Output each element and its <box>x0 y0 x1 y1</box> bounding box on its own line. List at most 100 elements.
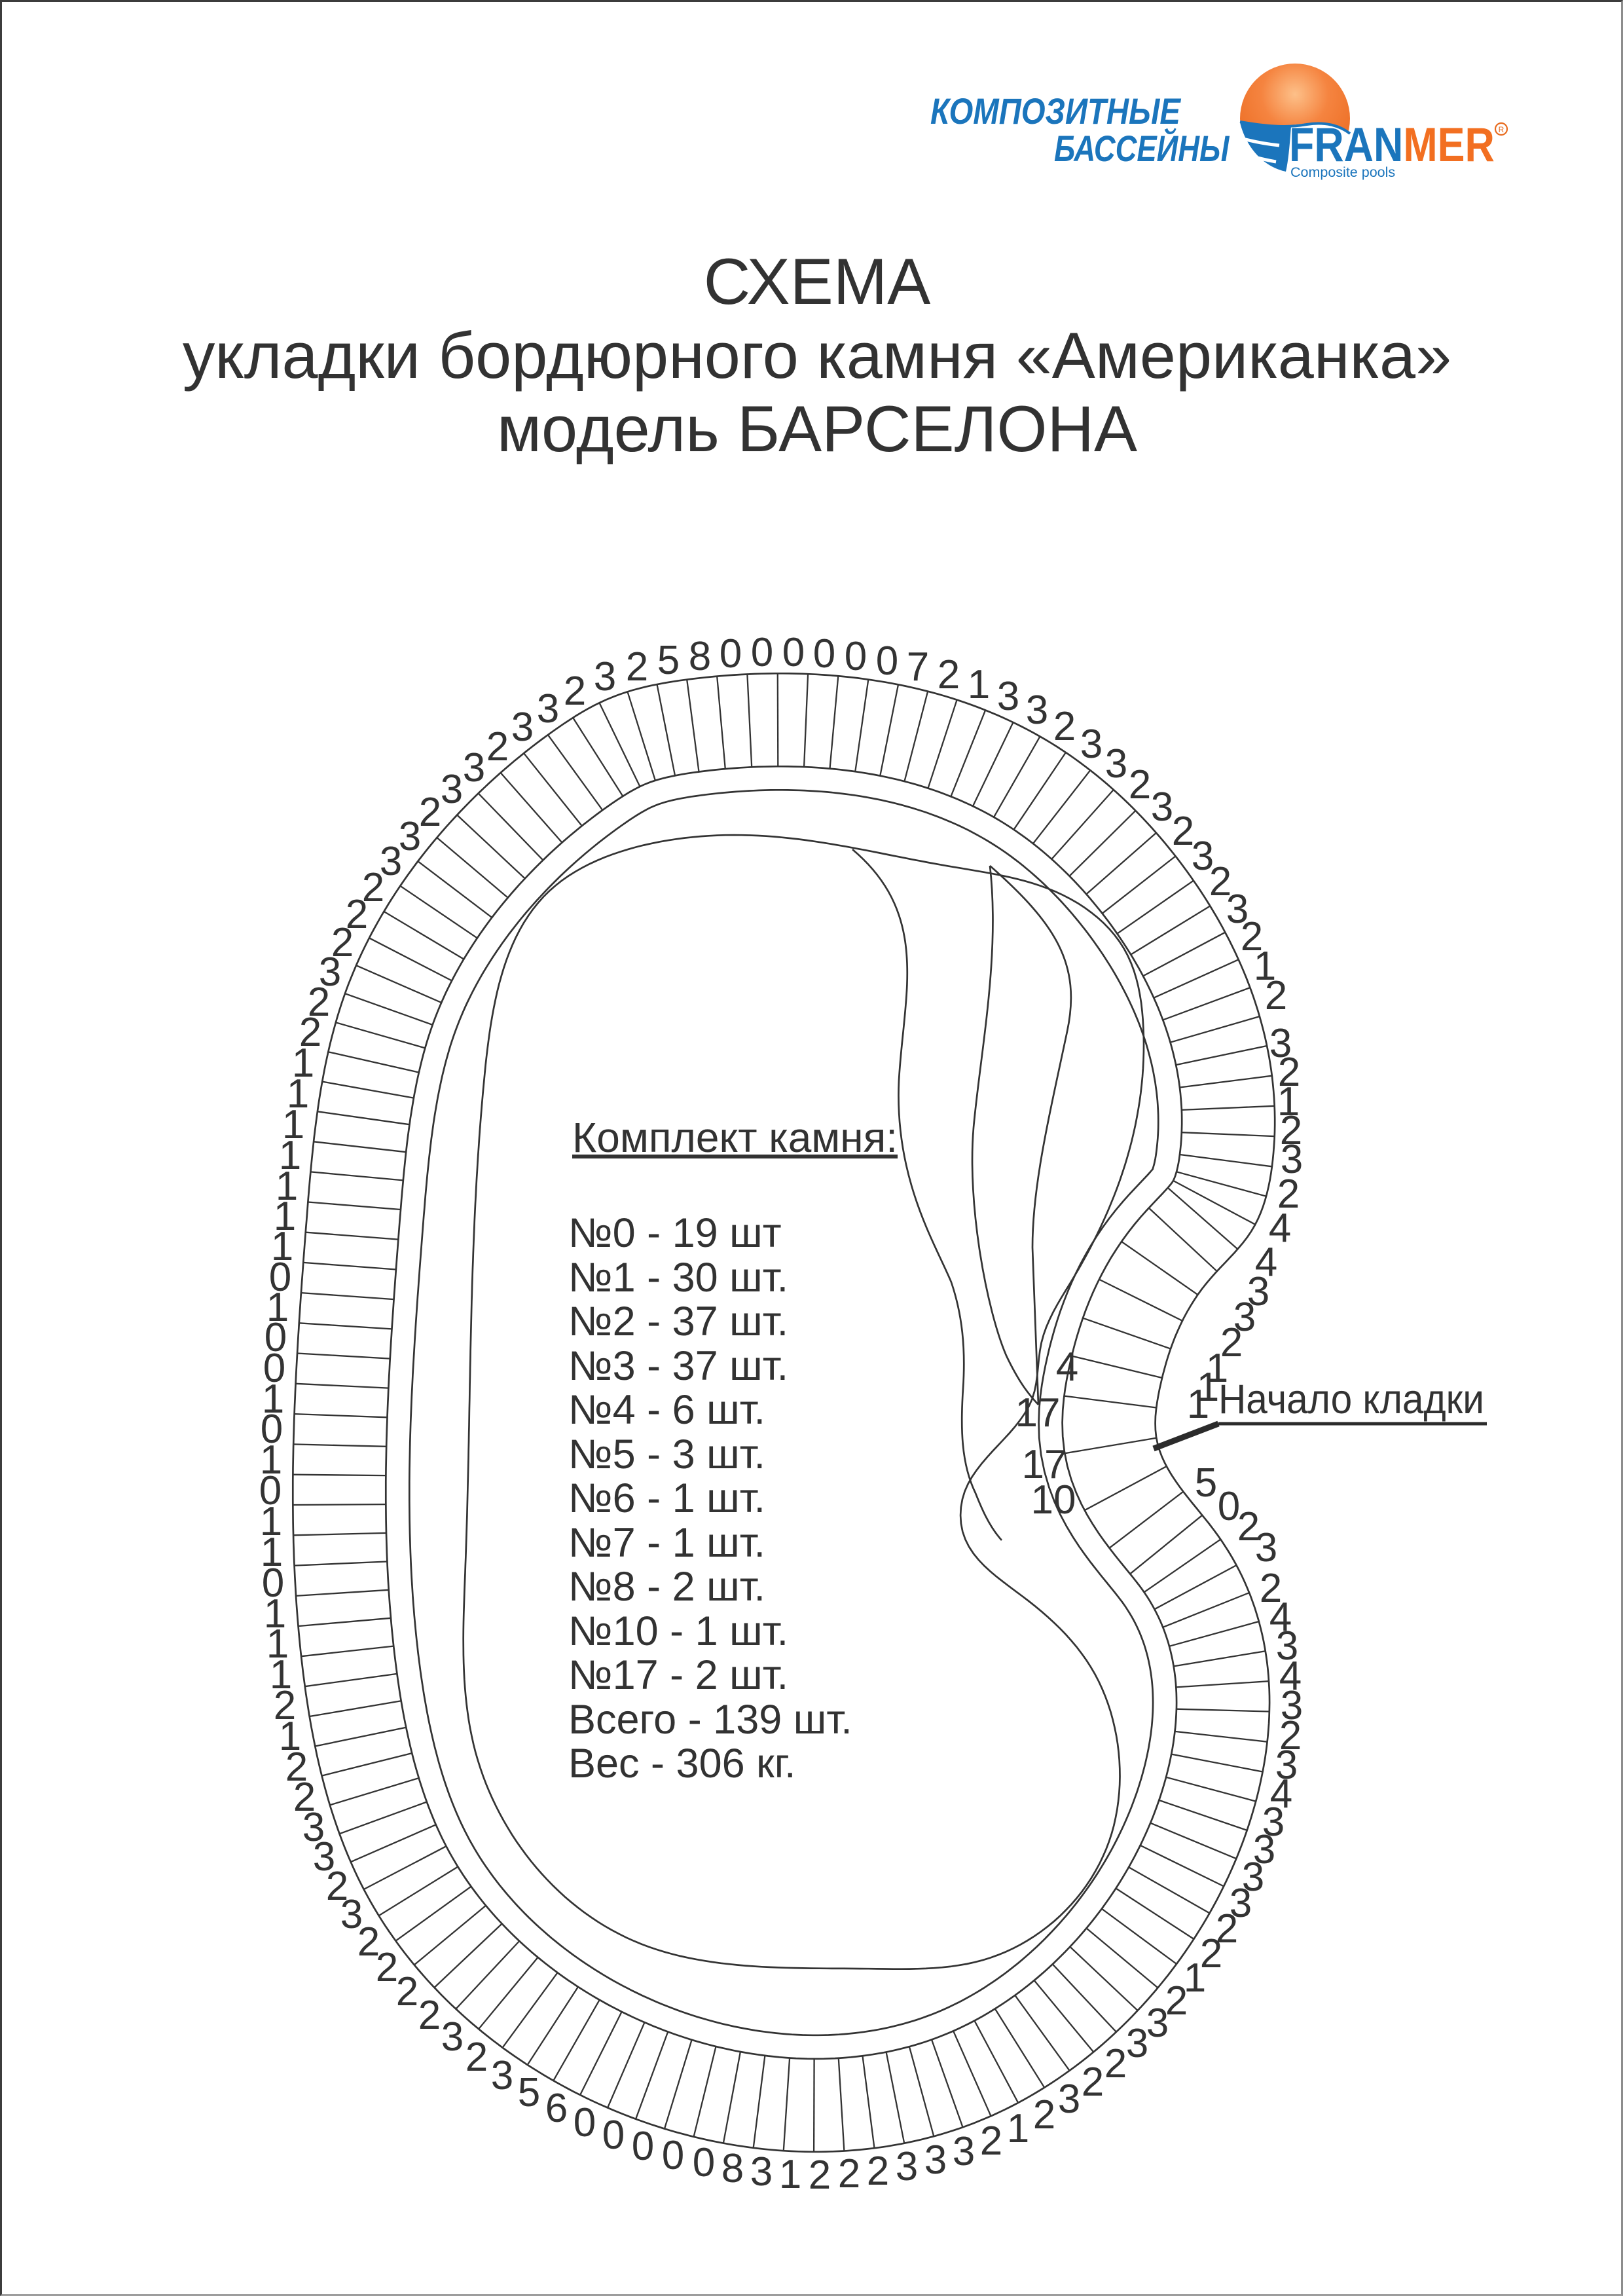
svg-text:17: 17 <box>1022 1442 1067 1487</box>
svg-text:1: 1 <box>1007 2106 1029 2151</box>
svg-text:3: 3 <box>1269 1021 1292 1066</box>
svg-text:2: 2 <box>331 920 354 965</box>
svg-text:1: 1 <box>270 1652 292 1697</box>
svg-text:1: 1 <box>261 1530 283 1575</box>
svg-text:3: 3 <box>1226 887 1249 932</box>
svg-text:3: 3 <box>924 2138 947 2183</box>
svg-text:2: 2 <box>1265 973 1287 1018</box>
svg-text:0: 0 <box>813 631 835 676</box>
svg-text:3: 3 <box>1192 834 1214 879</box>
svg-text:3: 3 <box>1026 688 1048 733</box>
svg-text:7: 7 <box>907 644 929 690</box>
svg-text:1: 1 <box>292 1041 314 1086</box>
svg-text:1: 1 <box>1277 1079 1300 1124</box>
svg-text:3: 3 <box>1151 785 1173 830</box>
svg-text:3: 3 <box>399 814 421 859</box>
svg-text:2: 2 <box>346 892 368 937</box>
svg-text:3: 3 <box>380 839 402 884</box>
svg-text:3: 3 <box>1281 1137 1303 1182</box>
svg-text:2: 2 <box>326 1864 348 1909</box>
svg-text:2: 2 <box>285 1745 308 1790</box>
svg-text:3: 3 <box>1146 2001 1169 2046</box>
svg-text:0: 0 <box>876 639 898 684</box>
svg-text:2: 2 <box>486 724 509 769</box>
svg-text:3: 3 <box>1080 722 1103 767</box>
svg-text:3: 3 <box>1242 1855 1264 1900</box>
svg-text:1: 1 <box>282 1102 304 1147</box>
svg-text:1: 1 <box>264 1591 286 1637</box>
svg-text:2: 2 <box>1237 1504 1260 1549</box>
svg-text:1: 1 <box>266 1621 289 1667</box>
svg-text:0: 0 <box>1218 1484 1240 1529</box>
svg-text:1: 1 <box>276 1164 298 1209</box>
svg-text:2: 2 <box>1033 2092 1055 2138</box>
svg-text:3: 3 <box>1262 1800 1285 1845</box>
svg-text:1: 1 <box>1187 1382 1209 1427</box>
svg-text:2: 2 <box>809 2153 831 2198</box>
svg-text:0: 0 <box>259 1468 282 1513</box>
svg-text:2: 2 <box>1216 1906 1238 1952</box>
svg-text:2: 2 <box>1241 914 1263 959</box>
svg-text:2: 2 <box>357 1919 380 1965</box>
svg-text:2: 2 <box>299 1010 321 1055</box>
svg-text:3: 3 <box>537 686 559 731</box>
svg-text:2: 2 <box>376 1945 398 1990</box>
svg-text:5: 5 <box>518 2070 540 2115</box>
svg-text:1: 1 <box>1197 1365 1219 1410</box>
svg-text:3: 3 <box>441 767 463 812</box>
svg-text:0: 0 <box>264 1315 287 1360</box>
svg-text:1: 1 <box>262 1377 284 1422</box>
svg-text:3: 3 <box>441 2014 464 2060</box>
svg-text:4: 4 <box>1255 1240 1277 1285</box>
svg-text:4: 4 <box>1270 1771 1292 1817</box>
svg-text:4: 4 <box>1279 1654 1302 1699</box>
svg-text:2: 2 <box>938 652 960 697</box>
svg-text:2: 2 <box>626 644 648 690</box>
svg-text:2: 2 <box>1260 1566 1282 1611</box>
svg-text:1: 1 <box>968 662 990 707</box>
svg-text:2: 2 <box>1104 2041 1127 2086</box>
svg-text:3: 3 <box>302 1805 325 1850</box>
svg-text:3: 3 <box>1058 2077 1080 2122</box>
svg-text:0: 0 <box>693 2140 715 2185</box>
svg-text:2: 2 <box>867 2149 889 2194</box>
svg-text:2: 2 <box>293 1775 316 1820</box>
svg-text:3: 3 <box>594 654 616 699</box>
svg-text:2: 2 <box>564 669 586 714</box>
svg-text:3: 3 <box>1126 2021 1148 2066</box>
svg-text:3: 3 <box>750 2149 773 2194</box>
svg-text:5: 5 <box>1195 1460 1217 1506</box>
svg-text:3: 3 <box>511 705 534 750</box>
svg-text:2: 2 <box>1082 2060 1104 2105</box>
svg-text:0: 0 <box>602 2113 625 2158</box>
svg-text:3: 3 <box>319 950 341 995</box>
svg-text:3: 3 <box>1230 1881 1252 1926</box>
svg-text:2: 2 <box>308 980 330 1025</box>
svg-text:8: 8 <box>721 2146 744 2191</box>
svg-text:1: 1 <box>260 1499 282 1544</box>
svg-text:3: 3 <box>896 2144 918 2189</box>
svg-text:2: 2 <box>1200 1931 1222 1976</box>
svg-text:1: 1 <box>274 1194 296 1239</box>
svg-text:4: 4 <box>1269 1595 1292 1640</box>
svg-text:3: 3 <box>1247 1269 1269 1314</box>
svg-text:2: 2 <box>1053 704 1076 749</box>
svg-text:3: 3 <box>313 1834 335 1879</box>
svg-text:2: 2 <box>362 865 384 910</box>
svg-text:2: 2 <box>396 1969 418 2014</box>
svg-text:0: 0 <box>845 634 867 679</box>
svg-text:6: 6 <box>545 2086 568 2131</box>
svg-text:3: 3 <box>1255 1525 1277 1570</box>
svg-text:2: 2 <box>1129 762 1151 807</box>
svg-text:2: 2 <box>465 2035 488 2080</box>
svg-text:1: 1 <box>279 1714 301 1759</box>
svg-text:1: 1 <box>779 2152 801 2197</box>
svg-text:8: 8 <box>689 634 711 679</box>
svg-text:3: 3 <box>1275 1743 1298 1788</box>
svg-text:3: 3 <box>491 2053 513 2098</box>
svg-text:0: 0 <box>261 1407 283 1452</box>
svg-text:1: 1 <box>279 1133 301 1178</box>
svg-text:2: 2 <box>1165 1978 1188 2024</box>
svg-text:R: R <box>1499 125 1504 134</box>
svg-text:2: 2 <box>1209 859 1231 904</box>
